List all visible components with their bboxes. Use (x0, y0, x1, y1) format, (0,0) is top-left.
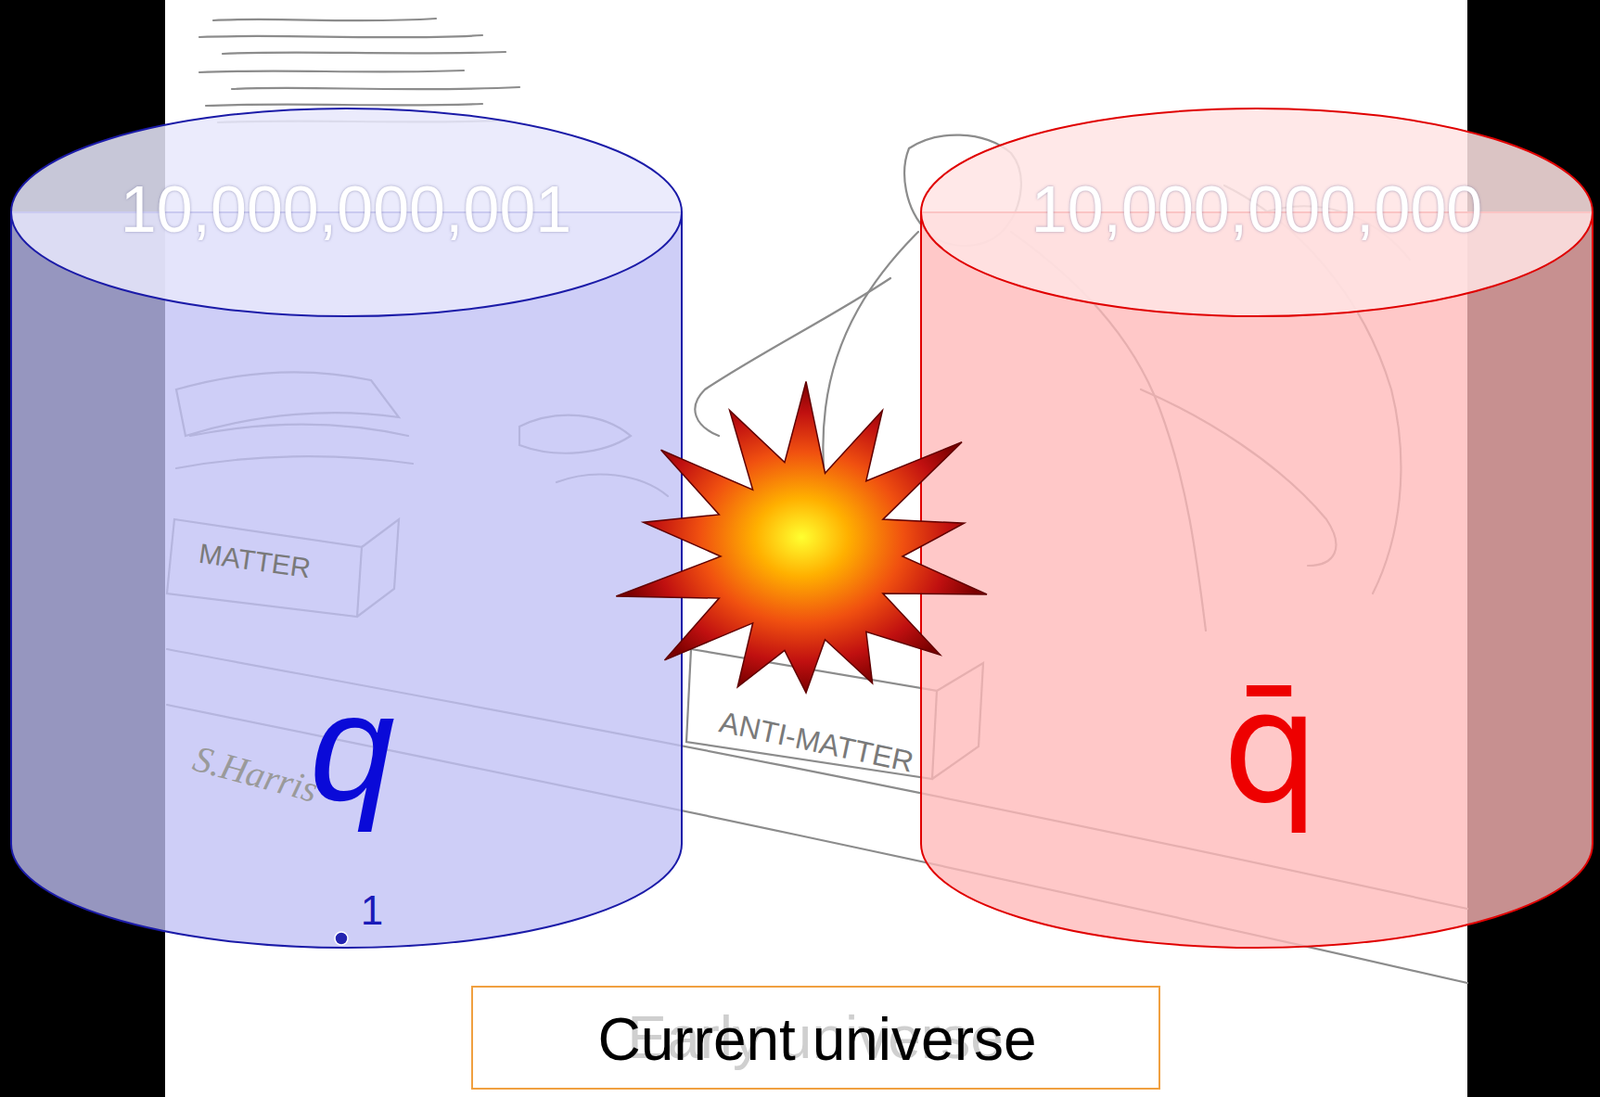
quark-symbol: q (309, 671, 396, 825)
particle-dot (334, 932, 348, 946)
cylinder-top (921, 108, 1593, 317)
cylinder-container: 10,000,000,000 q̄ (920, 107, 1594, 949)
cylinder-container: 10,000,000,001 q 1 (10, 107, 683, 949)
cylinder-body (921, 212, 1593, 948)
caption-box-text: Current universe (597, 1010, 1037, 1070)
callout-number: 1 (360, 890, 384, 932)
count-label: 10,000,000,000 (1031, 177, 1484, 243)
count-label: 10,000,000,001 (120, 177, 573, 243)
cylinder-top (11, 108, 682, 317)
caption-box: Current universe (471, 985, 1161, 1090)
cylinder-body (11, 212, 682, 948)
antiquark-symbol: q̄ (1222, 671, 1320, 825)
